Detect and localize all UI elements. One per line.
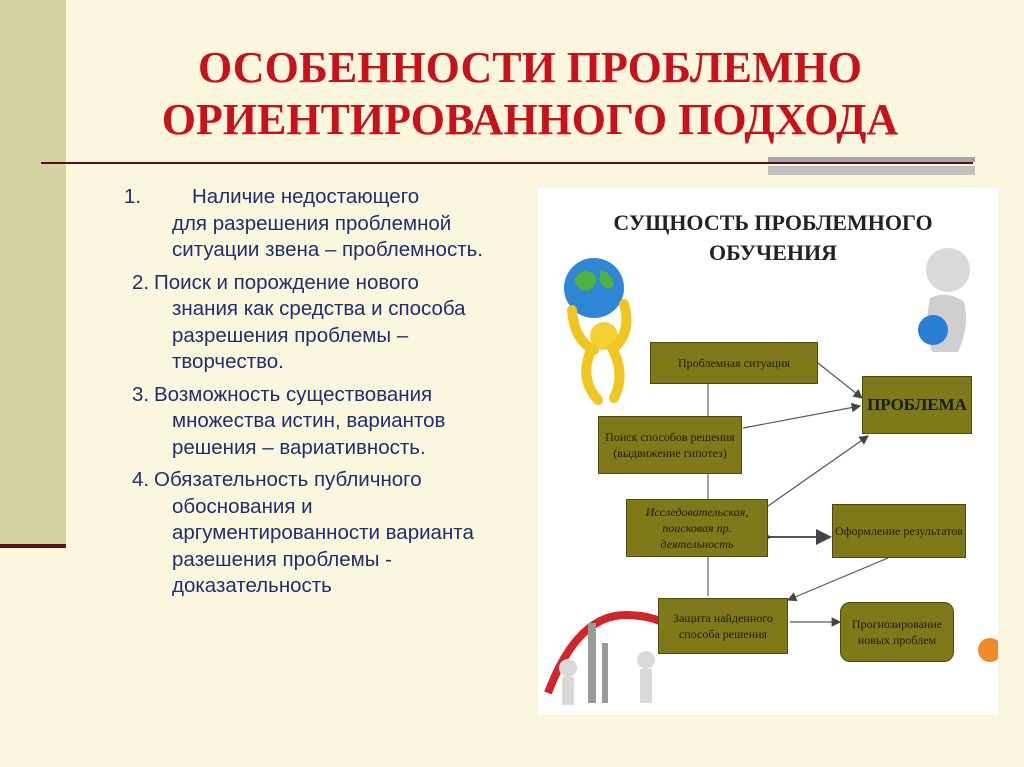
list-item-lead: Поиск и порождение нового xyxy=(154,270,419,294)
figure-with-globe-icon xyxy=(918,248,970,352)
list-item-number: 4. xyxy=(132,468,150,491)
diagram-title-line1: СУЩНОСТЬ ПРОБЛЕМНОГО xyxy=(613,210,933,235)
list-item-text: знания как средства и способа разрешения… xyxy=(172,297,466,373)
slide-title-line1: ОСОБЕННОСТИ ПРОБЛЕМНО xyxy=(198,43,862,92)
box-search-methods: Поиск способов решения (выдвижение гипот… xyxy=(598,416,742,474)
box-research-activity: Исследовательская, поисковая пр. деятель… xyxy=(626,499,768,557)
list-item-lead: Наличие недостающего xyxy=(192,185,420,208)
orange-dot-icon xyxy=(978,638,998,662)
box-forecast: Прогнозирование новых проблем xyxy=(840,602,954,662)
features-list: 1. Наличие недостающего для разрешения пр… xyxy=(124,184,524,606)
list-item-lead: Обязательность публичного xyxy=(154,468,422,491)
list-item: 3. Возможность существования множества и… xyxy=(132,382,524,462)
diagram-connectors xyxy=(544,248,998,705)
rising-arrow-icon xyxy=(544,610,674,705)
diagram-title: СУЩНОСТЬ ПРОБЛЕМНОГО ОБУЧЕНИЯ xyxy=(598,208,948,268)
slide-title: ОСОБЕННОСТИ ПРОБЛЕМНО ОРИЕНТИРОВАННОГО П… xyxy=(120,42,940,146)
list-item-number: 3. xyxy=(132,382,150,406)
left-accent-bar xyxy=(0,0,66,546)
list-item-lead: Возможность существования xyxy=(154,382,433,406)
list-item: 2. Поиск и порождение нового знания как … xyxy=(132,270,524,376)
left-accent-line xyxy=(0,544,66,548)
slide-title-line2: ОРИЕНТИРОВАННОГО ПОДХОДА xyxy=(161,95,899,144)
globe-figure-icon xyxy=(564,258,632,405)
list-item-number: 1. xyxy=(124,185,142,208)
box-problem-situation: Проблемная ситуация xyxy=(650,342,818,384)
box-defense: Защита найденного способа решения xyxy=(658,598,788,654)
list-item-text: множества истин, вариантов решения – вар… xyxy=(172,409,446,459)
list-item-text: обоснования и аргументированности вариан… xyxy=(172,494,474,598)
list-item-text: для разрешения проблемной ситуации звена… xyxy=(172,211,483,262)
box-problem: ПРОБЛЕМА xyxy=(862,376,972,434)
title-divider-accent-2 xyxy=(768,166,975,175)
list-item-number: 2. xyxy=(132,270,150,294)
diagram-title-line2: ОБУЧЕНИЯ xyxy=(709,240,837,265)
list-item: 1. Наличие недостающего для разрешения пр… xyxy=(124,184,524,264)
essence-diagram: СУЩНОСТЬ ПРОБЛЕМНОГО ОБУЧЕНИЯ Проблемная… xyxy=(538,188,998,715)
box-results: Оформление результатов xyxy=(832,504,966,558)
title-divider-accent xyxy=(768,157,975,162)
list-item: 4. Обязательность публичного обоснования… xyxy=(132,467,524,600)
title-divider xyxy=(41,162,973,164)
